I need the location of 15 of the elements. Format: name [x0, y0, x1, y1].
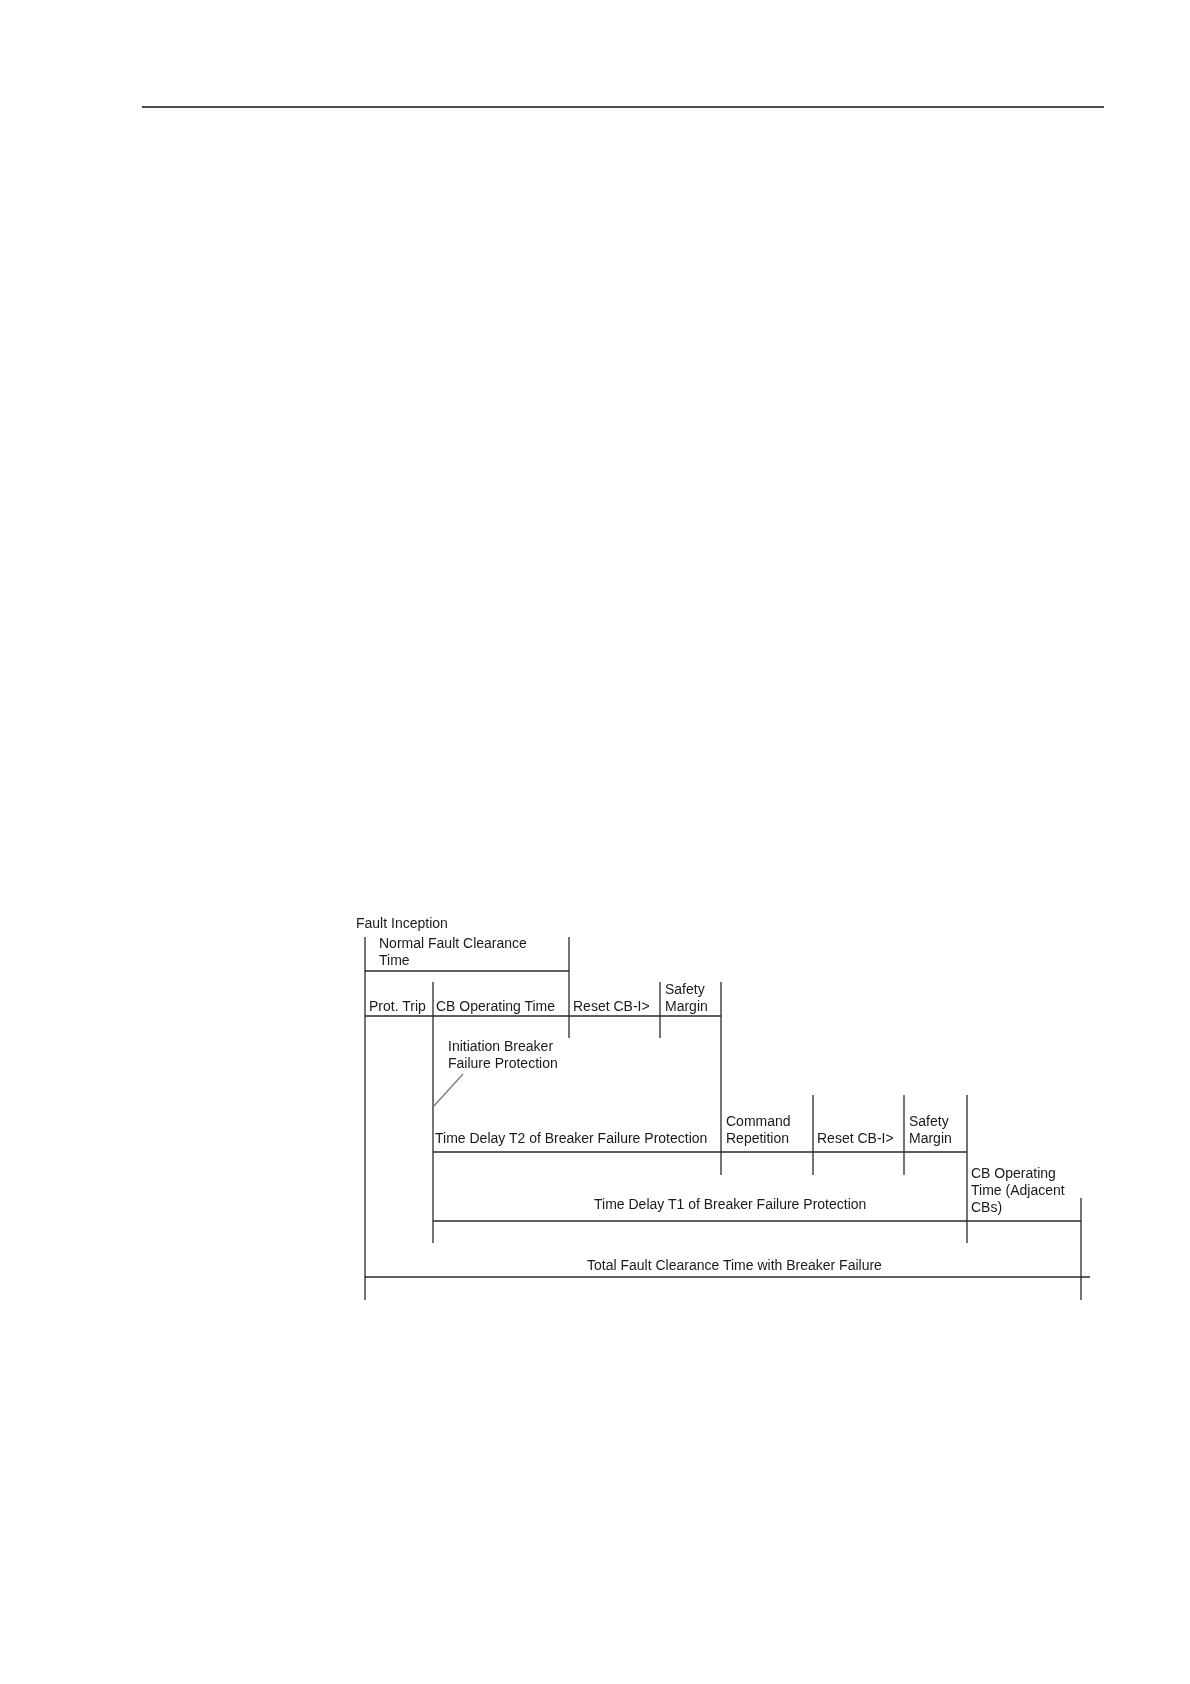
interval-label: CB Operating Time — [436, 998, 556, 1015]
callout-label: Initiation Breaker Failure Protection — [448, 1038, 574, 1072]
time-marker-line — [432, 981, 434, 1244]
interval-label: Command Repetition — [726, 1113, 792, 1147]
interval-label: Time Delay T2 of Breaker Failure Protection — [435, 1130, 708, 1147]
interval-label: Reset CB-I> — [817, 1130, 894, 1147]
interval-label: Safety Margin — [665, 981, 709, 1015]
interval-label: Normal Fault Clearance Time — [379, 935, 528, 969]
interval-label: Total Fault Clearance Time with Breaker Failure — [587, 1257, 882, 1274]
leader-line — [432, 1073, 464, 1108]
interval-label: Reset CB-I> — [573, 998, 650, 1015]
interval-label: Time Delay T1 of Breaker Failure Protection — [594, 1196, 867, 1213]
interval-label: CB Operating Time (Adjacent CBs) — [971, 1165, 1066, 1216]
interval-label: Safety Margin — [909, 1113, 953, 1147]
event-label: Fault Inception — [356, 915, 448, 932]
